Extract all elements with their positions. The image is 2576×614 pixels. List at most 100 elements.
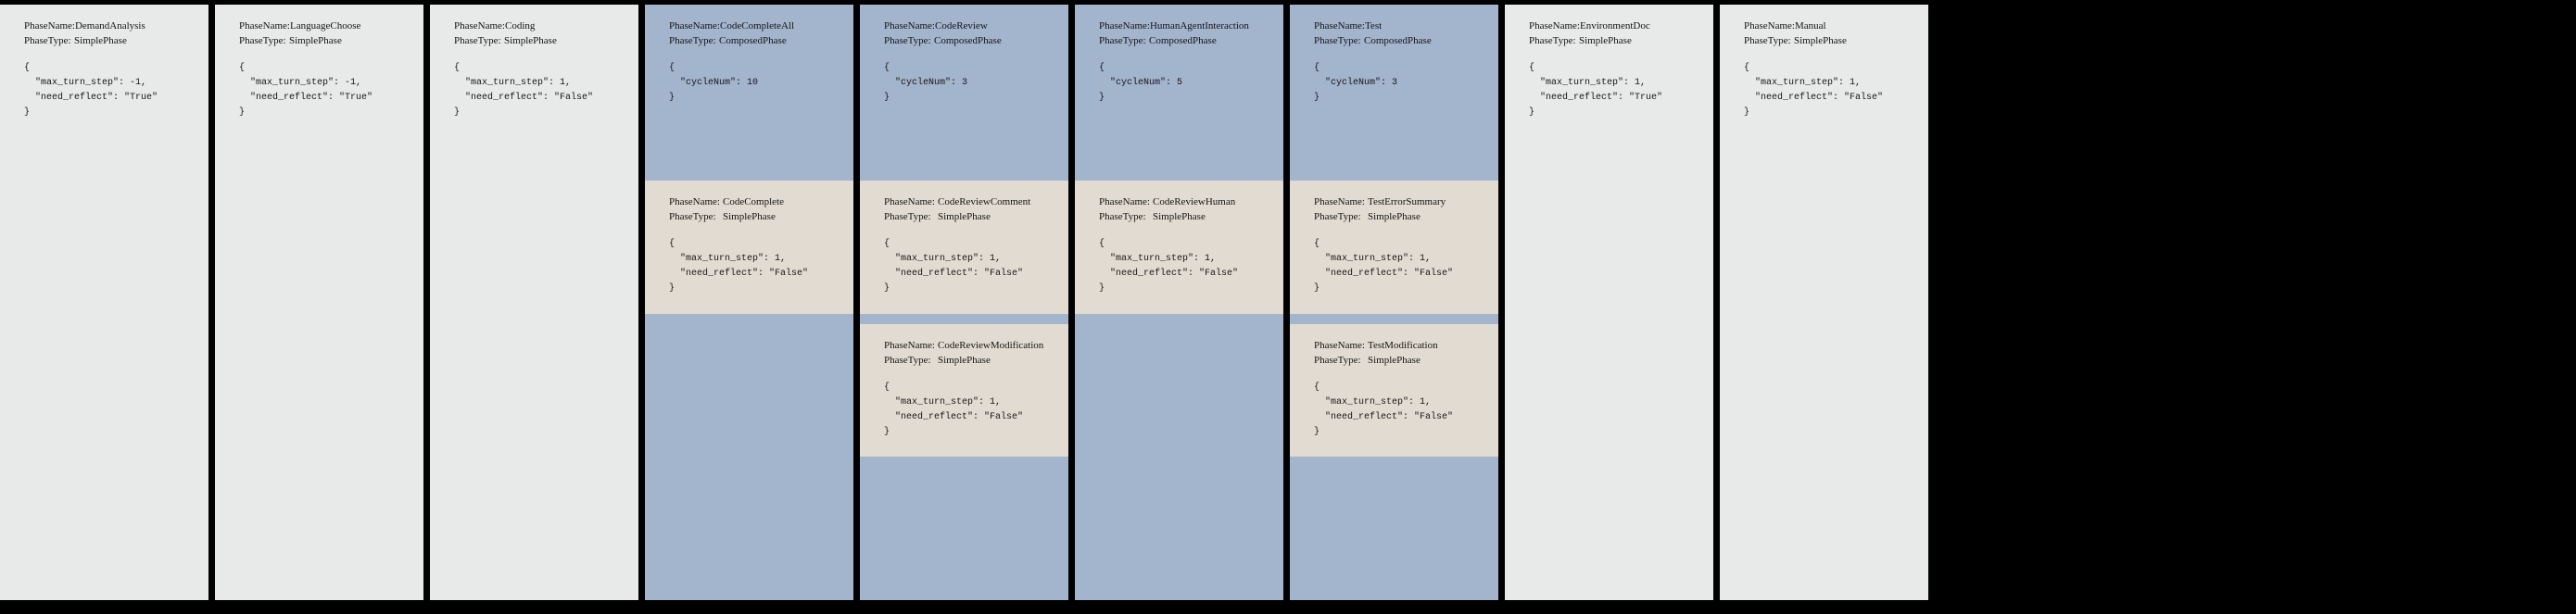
phase-type-value: ComposedPhase <box>1149 34 1217 46</box>
phase-meta-row: PhaseName:CodeReview <box>884 19 1055 34</box>
phase-type-value: SimplePhase <box>1579 34 1632 46</box>
subphase-type-label: PhaseType: <box>1314 354 1361 366</box>
subphase-name-value: CodeReviewComment <box>938 196 1031 207</box>
subphase-name-value: CodeReviewModification <box>938 339 1044 351</box>
phase-type-value: SimplePhase <box>289 34 342 46</box>
phase-type-label: PhaseType: <box>1744 34 1791 46</box>
phase-meta-row: PhaseName:CodeComplete <box>669 195 844 210</box>
phase-meta-row: PhaseName:CodeReviewHuman <box>1099 195 1274 210</box>
phase-type-value: SimplePhase <box>74 34 127 46</box>
phase-meta-row: PhaseType:SimplePhase <box>884 210 1059 225</box>
phase-meta-row: PhaseName:Coding <box>454 19 625 34</box>
phase-meta-row: PhaseType:SimplePhase <box>1314 354 1489 369</box>
phase-type-value: ComposedPhase <box>1364 34 1432 46</box>
subphase-config-json: { "max_turn_step": 1, "need_reflect": "F… <box>669 238 809 294</box>
phase-config-json: { "max_turn_step": 1, "need_reflect": "F… <box>1744 62 1884 119</box>
phase-type-label: PhaseType: <box>1099 34 1146 46</box>
subphase-type-label: PhaseType: <box>1099 210 1146 222</box>
phase-type-label: PhaseType: <box>24 34 71 46</box>
phase-name-label: PhaseName: <box>1744 20 1795 31</box>
phase-meta-row: PhaseName:CodeReviewComment <box>884 195 1059 210</box>
subphase-config-json: { "max_turn_step": 1, "need_reflect": "F… <box>1314 238 1454 294</box>
phase-name-value: Test <box>1364 20 1383 31</box>
subphase-type-label: PhaseType: <box>669 210 716 222</box>
phase-name-label: PhaseName: <box>454 20 505 31</box>
subphase-config-json: { "max_turn_step": 1, "need_reflect": "F… <box>1099 238 1239 294</box>
phase-meta-row: PhaseType:ComposedPhase <box>669 34 840 49</box>
phase-meta-row: PhaseName:HumanAgentInteraction <box>1099 19 1270 34</box>
phase-meta-row: PhaseType:ComposedPhase <box>884 34 1055 49</box>
subphase-type-value: SimplePhase <box>938 210 991 222</box>
phase-type-value: SimplePhase <box>504 34 557 46</box>
phase-name-label: PhaseName: <box>1314 20 1365 31</box>
phase-type-label: PhaseType: <box>239 34 286 46</box>
phase-meta-row: PhaseType:SimplePhase <box>884 354 1059 369</box>
phase-type-value: ComposedPhase <box>719 34 787 46</box>
phase-type-value: ComposedPhase <box>934 34 1002 46</box>
phase-name-value: DemandAnalysis <box>74 20 145 31</box>
subphase-type-value: SimplePhase <box>723 210 776 222</box>
phase-name-label: PhaseName: <box>24 20 75 31</box>
phase-name-label: PhaseName: <box>884 20 935 31</box>
subphase-tail-gap <box>860 457 1068 600</box>
phase-config-json: { "max_turn_step": -1, "need_reflect": "… <box>239 62 373 119</box>
subphase-tail-gap <box>1075 314 1283 600</box>
phase-meta-row: PhaseType:SimplePhase <box>1529 34 1700 49</box>
phase-meta-row: PhaseName:CodeCompleteAll <box>669 19 840 34</box>
phase-meta-row: PhaseName:CodeReviewModification <box>884 339 1059 354</box>
phase-name-value: Coding <box>504 20 536 31</box>
phase-config-json: { "cycleNum": 3 } <box>1314 62 1398 104</box>
subphase-type-value: SimplePhase <box>1368 210 1421 222</box>
phase-meta-row: PhaseType:SimplePhase <box>1744 34 1915 49</box>
phase-name-label: PhaseName: <box>1529 20 1580 31</box>
phase-type-label: PhaseType: <box>1314 34 1361 46</box>
subphase-tail-gap <box>645 314 853 600</box>
subphase-type-label: PhaseType: <box>1314 210 1361 222</box>
phase-meta-row: PhaseType: SimplePhase <box>669 210 844 225</box>
phase-name-label: PhaseName: <box>669 20 720 31</box>
phase-meta-row: PhaseName:TestModification <box>1314 339 1489 354</box>
phase-name-value: HumanAgentInteraction <box>1149 20 1249 31</box>
phase-config-json: { "cycleNum": 5 } <box>1099 62 1183 104</box>
subphase-name-label: PhaseName: <box>1314 339 1365 351</box>
subphase-name-label: PhaseName: <box>884 339 935 351</box>
phase-meta-row: PhaseName:EnvironmentDoc <box>1529 19 1700 34</box>
subphase-name-label: PhaseName: <box>669 196 720 207</box>
subphase-config-json: { "max_turn_step": 1, "need_reflect": "F… <box>884 382 1024 438</box>
phase-type-label: PhaseType: <box>1529 34 1576 46</box>
phase-meta-row: PhaseName:DemandAnalysis <box>24 19 196 34</box>
phase-meta-row: PhaseType:SimplePhase <box>239 34 410 49</box>
phase-meta-row: PhaseType:SimplePhase <box>1099 210 1274 225</box>
subphase-type-value: SimplePhase <box>938 354 991 366</box>
subphase-name-value: TestModification <box>1368 339 1438 351</box>
phase-name-value: CodeCompleteAll <box>719 20 795 31</box>
phase-meta-row: PhaseName:LanguageChoose <box>239 19 410 34</box>
phase-type-label: PhaseType: <box>454 34 501 46</box>
subphase-name-value: CodeReviewHuman <box>1153 196 1236 207</box>
